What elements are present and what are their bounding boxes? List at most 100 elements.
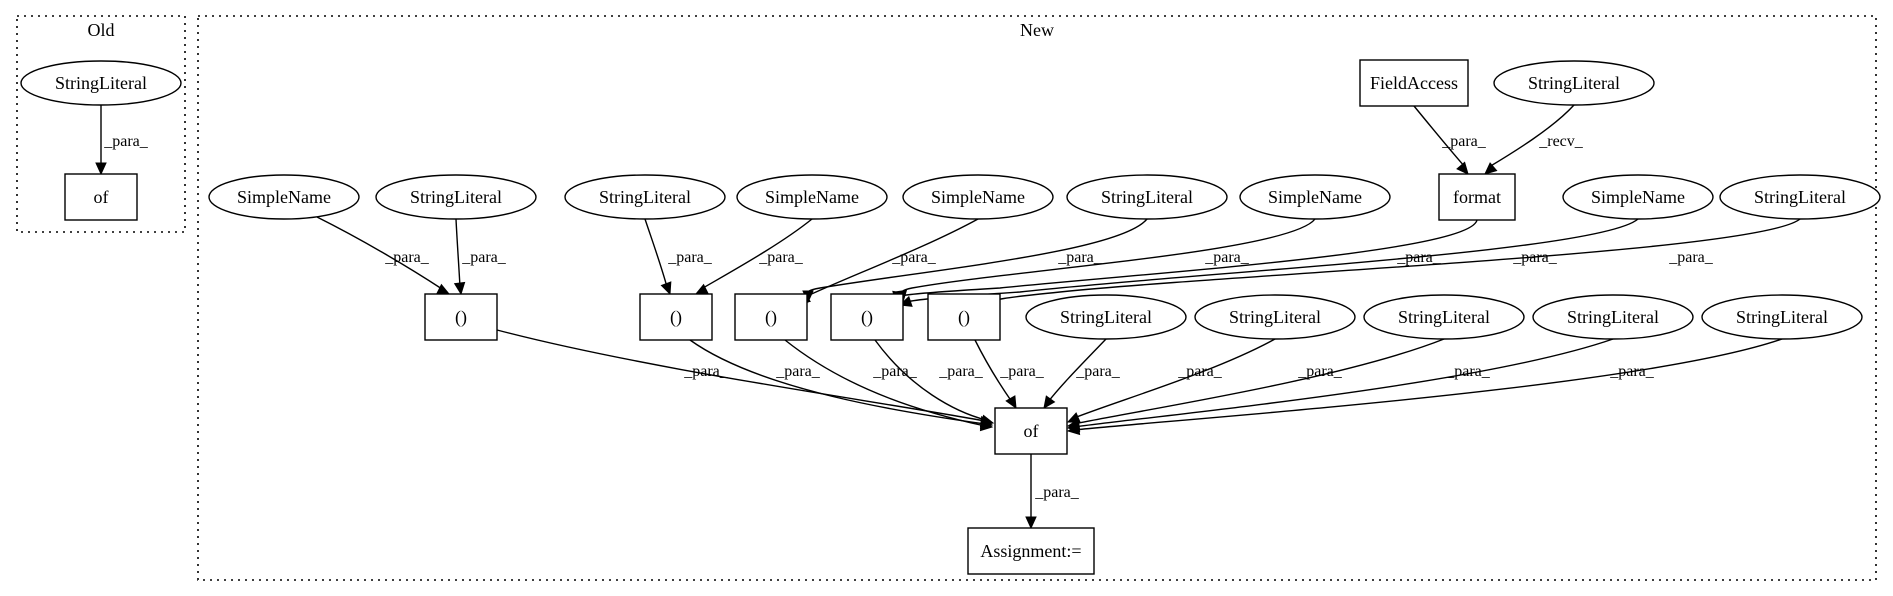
cluster-new-frame — [197, 15, 1877, 581]
edge-label: _para_ — [775, 363, 821, 380]
node-label: SimpleName — [1268, 187, 1362, 207]
edge-o_sl-to-o_of: _para_ — [95, 105, 149, 176]
edge-sl8-to-of: _para_ — [1066, 338, 1614, 433]
edge-line — [874, 339, 987, 421]
edge-label: _para_ — [1297, 363, 1343, 380]
node-ellipse — [1194, 294, 1356, 340]
node-ellipse — [736, 174, 888, 220]
edge-label: _para_ — [891, 249, 937, 266]
node-label: StringLiteral — [410, 187, 502, 207]
edge-sl_fmt-to-fmt: _recv_ — [1484, 104, 1584, 175]
node-label: () — [765, 307, 777, 328]
node-sl1: StringLiteral — [375, 174, 537, 220]
node-box — [64, 173, 138, 221]
node-fmt: format — [1438, 173, 1516, 221]
node-label: StringLiteral — [1736, 307, 1828, 327]
edge-line — [455, 218, 461, 288]
node-label: StringLiteral — [1060, 307, 1152, 327]
edge-of-to-asg: _para_ — [1025, 454, 1080, 530]
edge-line — [1073, 338, 1445, 425]
node-of: of — [994, 407, 1068, 455]
node-sn4: SimpleName — [1239, 174, 1391, 220]
node-sn5: SimpleName — [1562, 174, 1714, 220]
edge-label: _para_ — [103, 133, 149, 150]
node-label: StringLiteral — [1567, 307, 1659, 327]
node-ellipse — [1701, 294, 1863, 340]
node-ellipse — [1066, 174, 1228, 220]
node-box — [927, 293, 1001, 341]
edge-line — [784, 339, 986, 427]
edge-label: _para_ — [1057, 249, 1103, 266]
clusters-layer: Old New — [16, 15, 1877, 581]
node-box — [994, 407, 1068, 455]
edge-label: _para_ — [683, 363, 729, 380]
node-label: StringLiteral — [1101, 187, 1193, 207]
edge-line — [1047, 338, 1107, 403]
node-label: SimpleName — [931, 187, 1025, 207]
node-ellipse — [1239, 174, 1391, 220]
node-ellipse — [1363, 294, 1525, 340]
arrow-head — [1456, 161, 1469, 175]
edge-p5-to-of: _para_ — [974, 339, 1045, 410]
node-ellipse — [564, 174, 726, 220]
node-box — [830, 293, 904, 341]
node-ellipse — [20, 60, 182, 106]
edge-label: _para_ — [1075, 363, 1121, 380]
node-sn2: SimpleName — [736, 174, 888, 220]
edge-label: _para_ — [1512, 249, 1558, 266]
edge-line — [496, 329, 986, 422]
node-label: () — [861, 307, 873, 328]
edge-label: _recv_ — [1538, 133, 1584, 150]
edge-sn2-to-p2: _para_ — [694, 218, 813, 295]
cluster-new: New — [197, 15, 1877, 581]
arrow-head — [1025, 516, 1037, 530]
edge-line — [993, 218, 1801, 303]
cluster-old-label: Old — [88, 20, 115, 40]
node-o_of: of — [64, 173, 138, 221]
edge-label: _para_ — [938, 363, 984, 380]
node-label: FieldAccess — [1370, 73, 1458, 93]
node-sl9: StringLiteral — [1701, 294, 1863, 340]
edge-line — [896, 219, 1478, 299]
node-label: of — [94, 187, 109, 207]
node-label: () — [670, 307, 682, 328]
node-label: StringLiteral — [1754, 187, 1846, 207]
edge-label: _para_ — [758, 249, 804, 266]
node-asg: Assignment:= — [967, 527, 1095, 575]
node-ellipse — [208, 174, 360, 220]
edge-line — [644, 218, 668, 288]
edge-label: _para_ — [1204, 249, 1250, 266]
edge-p1-to-of: _para_ — [496, 329, 994, 428]
edge-sl7-to-of: _para_ — [1066, 338, 1445, 431]
cluster-new-label: New — [1020, 20, 1054, 40]
edge-line — [1488, 104, 1575, 168]
node-ellipse — [1025, 294, 1187, 340]
node-sl3: StringLiteral — [1066, 174, 1228, 220]
cluster-old: Old — [16, 15, 186, 233]
edge-sl9-to-of: _para_ — [1066, 338, 1783, 436]
edge-sn3-to-p3: _para_ — [796, 218, 979, 303]
node-ellipse — [1493, 60, 1655, 106]
node-box — [1438, 173, 1516, 221]
node-sn1: SimpleName — [208, 174, 360, 220]
edges-layer: _para__para__recv__para__para__para__par… — [95, 104, 1801, 530]
node-box — [1359, 59, 1469, 107]
node-label: StringLiteral — [1528, 73, 1620, 93]
node-ellipse — [375, 174, 537, 220]
arrow-head — [1484, 162, 1498, 175]
edge-label: _para_ — [872, 363, 918, 380]
node-label: () — [455, 307, 467, 328]
node-label: StringLiteral — [55, 73, 147, 93]
arrow-head — [1066, 423, 1081, 436]
node-p1: () — [424, 293, 498, 341]
node-label: of — [1024, 421, 1039, 441]
arrow-head — [980, 414, 995, 426]
arrow-head — [660, 281, 672, 296]
edge-sn4-to-p4: _para_ — [895, 218, 1316, 304]
node-label: Assignment:= — [980, 541, 1081, 561]
edge-label: _para_ — [1668, 249, 1714, 266]
node-sl_fmt: StringLiteral — [1493, 60, 1655, 106]
edge-fa-to-fmt: _para_ — [1413, 105, 1487, 175]
